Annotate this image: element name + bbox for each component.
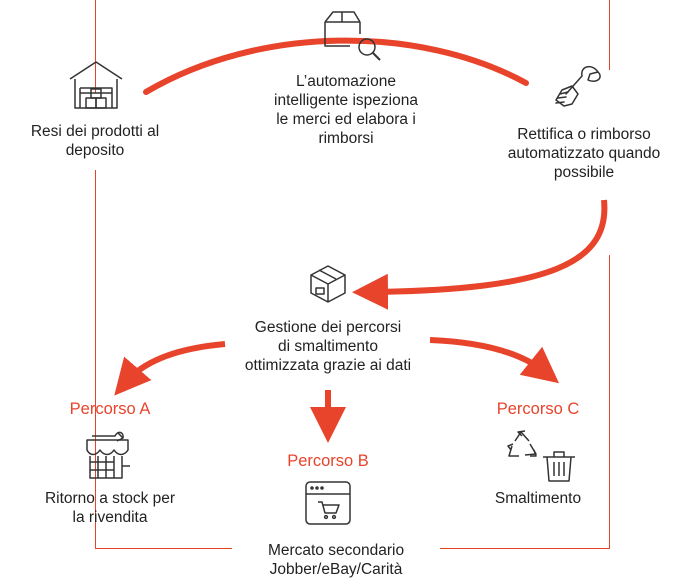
inspection-label: L’automazione intelligente ispeziona le … xyxy=(274,73,418,147)
trash-can-icon xyxy=(543,451,575,482)
frame-line-left-top xyxy=(95,0,96,93)
route-a-label: Ritorno a stock per la rivendita xyxy=(44,490,176,526)
flow-arrow-to-route-a xyxy=(114,341,226,396)
route-c-label: Smaltimento xyxy=(494,490,582,507)
market-stall-icon xyxy=(86,431,130,479)
route-b-label: Mercato secondario Jobber/eBay/Carità xyxy=(232,541,440,579)
frame-line-right-top xyxy=(609,0,610,70)
flow-arrow-to-route-c xyxy=(429,337,560,384)
browser-cart-icon xyxy=(305,481,351,525)
flow-arc-top xyxy=(143,37,529,95)
package-search-icon xyxy=(324,11,381,61)
warehouse-label: Resi dei prodotti al deposito xyxy=(30,123,160,159)
route-b-title: Percorso B xyxy=(287,452,369,470)
box-icon xyxy=(310,265,346,303)
repair-label: Rettifica o rimborso automatizzato quand… xyxy=(507,126,661,181)
frame-line-bottom-right xyxy=(438,548,610,549)
frame-line-bottom-left xyxy=(95,548,235,549)
frame-line-right-bottom xyxy=(609,255,610,548)
flow-arrow-right-to-center xyxy=(352,199,608,310)
wrench-hand-icon xyxy=(555,65,601,107)
warehouse-icon xyxy=(69,61,123,109)
route-a-title: Percorso A xyxy=(69,400,151,418)
disposition-label: Gestione dei percorsi di smaltimento ott… xyxy=(244,319,412,374)
frame-line-left-bottom xyxy=(95,170,96,548)
recycle-icon xyxy=(507,430,537,457)
route-c-title: Percorso C xyxy=(496,400,580,418)
